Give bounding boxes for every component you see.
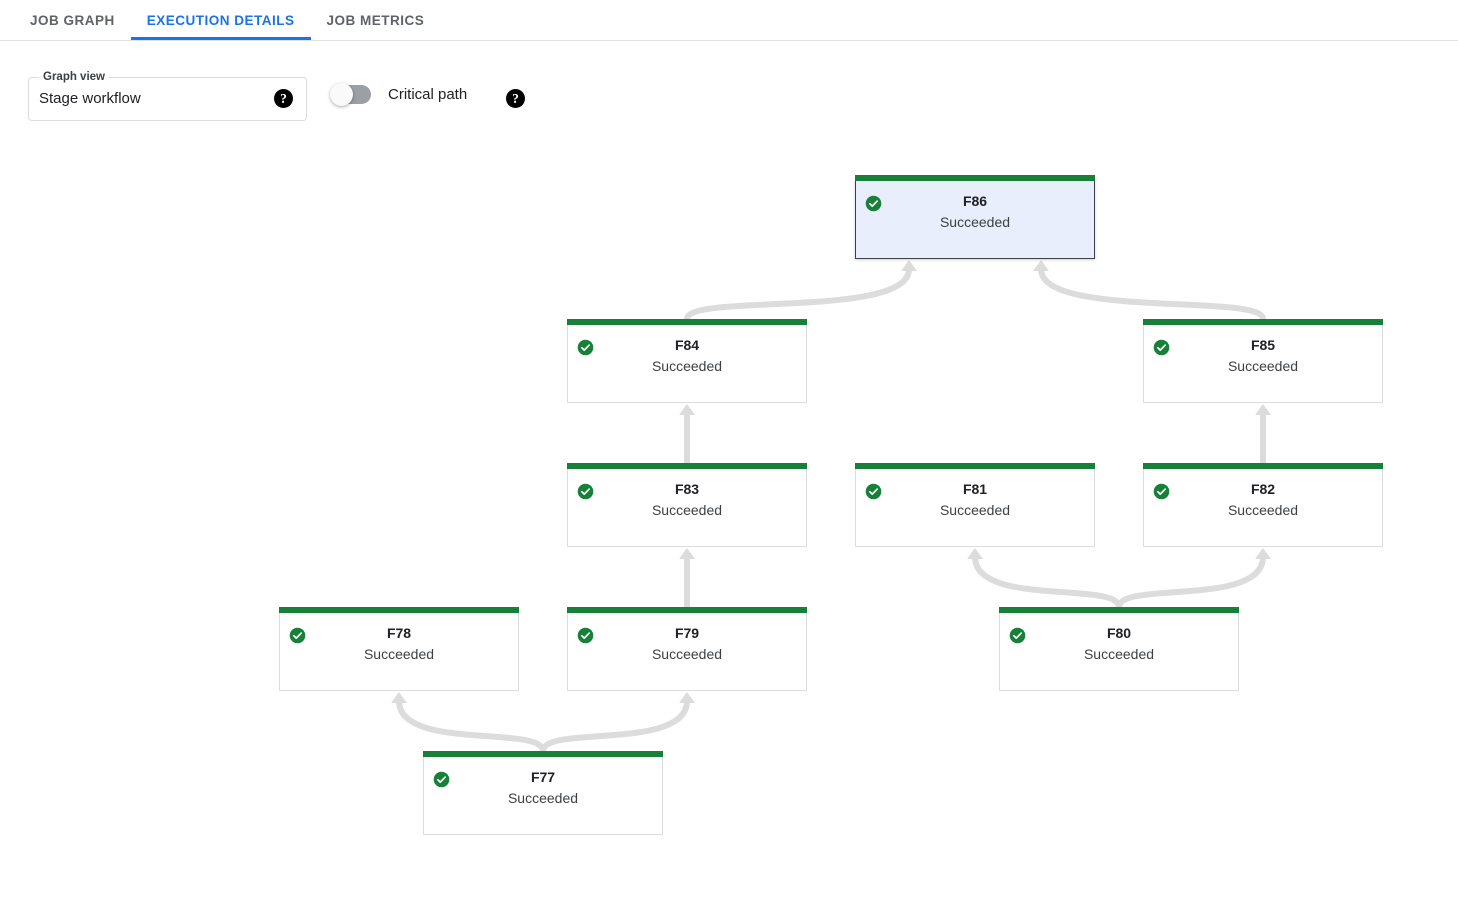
node-status-text: Succeeded <box>651 358 723 374</box>
success-check-icon <box>289 627 306 644</box>
node-status-text: Succeeded <box>1227 358 1299 374</box>
edge-f82-to-f85-arrowhead <box>1255 404 1271 415</box>
edge-f77-to-f78 <box>396 700 546 753</box>
node-label: F82 <box>1250 481 1276 497</box>
tab-job-metrics-label: JOB METRICS <box>326 12 425 28</box>
edge-f80-to-f81 <box>972 556 1122 609</box>
node-status-bar <box>855 175 1095 181</box>
critical-path-toggle[interactable]: Critical path <box>330 83 468 106</box>
tab-execution-details-label: EXECUTION DETAILS <box>146 12 295 28</box>
edge-f85-to-f86 <box>1038 268 1266 321</box>
node-status-text: Succeeded <box>939 502 1011 518</box>
node-status-bar <box>1143 463 1383 469</box>
edge-f80-to-f82 <box>1116 556 1266 609</box>
node-status-bar <box>567 463 807 469</box>
node-label: F81 <box>962 481 988 497</box>
tab-job-graph[interactable]: JOB GRAPH <box>14 0 131 40</box>
critical-path-help-icon[interactable]: ? <box>506 89 525 108</box>
node-label: F83 <box>674 481 700 497</box>
toggle-knob[interactable] <box>330 83 353 106</box>
edge-f77-to-f79-arrowhead <box>679 692 695 703</box>
graph-view-value: Stage workflow <box>39 90 141 107</box>
tab-list: JOB GRAPH EXECUTION DETAILS JOB METRICS <box>0 0 1458 41</box>
success-check-icon <box>1009 627 1026 644</box>
edge-f77-to-f79 <box>540 700 690 753</box>
success-check-icon <box>1153 483 1170 500</box>
node-status-text: Succeeded <box>1083 646 1155 662</box>
toggle-track[interactable] <box>330 83 371 106</box>
node-status-bar <box>567 607 807 613</box>
edge-f80-to-f81-arrowhead <box>967 548 983 559</box>
node-label: F86 <box>962 193 988 209</box>
graph-view-select[interactable]: Graph view Stage workflow <box>28 70 307 121</box>
tab-execution-details[interactable]: EXECUTION DETAILS <box>130 0 311 40</box>
node-status-text: Succeeded <box>1227 502 1299 518</box>
success-check-icon <box>865 483 882 500</box>
edge-f77-to-f78-arrowhead <box>391 692 407 703</box>
edge-f80-to-f82-arrowhead <box>1255 548 1271 559</box>
node-label: F78 <box>386 625 412 641</box>
tab-job-metrics[interactable]: JOB METRICS <box>311 0 441 40</box>
node-label: F77 <box>530 769 556 785</box>
graph-view-help-icon[interactable]: ? <box>274 89 293 108</box>
success-check-icon <box>865 195 882 212</box>
success-check-icon <box>577 483 594 500</box>
node-status-text: Succeeded <box>507 790 579 806</box>
edge-f79-to-f83-arrowhead <box>679 548 695 559</box>
node-status-text: Succeeded <box>651 502 723 518</box>
edge-f85-to-f86-arrowhead <box>1033 260 1049 271</box>
edge-f83-to-f84-arrowhead <box>679 404 695 415</box>
node-status-bar <box>423 751 663 757</box>
node-status-text: Succeeded <box>939 214 1011 230</box>
node-status-bar <box>855 463 1095 469</box>
node-label: F80 <box>1106 625 1132 641</box>
node-status-bar <box>567 319 807 325</box>
node-label: F85 <box>1250 337 1276 353</box>
node-status-bar <box>279 607 519 613</box>
critical-path-label: Critical path <box>388 86 468 103</box>
node-label: F84 <box>674 337 700 353</box>
node-status-text: Succeeded <box>651 646 723 662</box>
success-check-icon <box>577 339 594 356</box>
node-status-bar <box>999 607 1239 613</box>
node-status-bar <box>1143 319 1383 325</box>
edge-f84-to-f86 <box>684 268 912 321</box>
tab-bar: JOB GRAPH EXECUTION DETAILS JOB METRICS <box>0 0 1458 41</box>
graph-view-label: Graph view <box>39 70 109 84</box>
success-check-icon <box>577 627 594 644</box>
node-status-text: Succeeded <box>363 646 435 662</box>
toolbar: Graph view Stage workflow ? Critical pat… <box>0 41 1458 141</box>
success-check-icon <box>433 771 450 788</box>
tab-job-graph-label: JOB GRAPH <box>30 12 115 28</box>
edge-f84-to-f86-arrowhead <box>901 260 917 271</box>
success-check-icon <box>1153 339 1170 356</box>
node-label: F79 <box>674 625 700 641</box>
